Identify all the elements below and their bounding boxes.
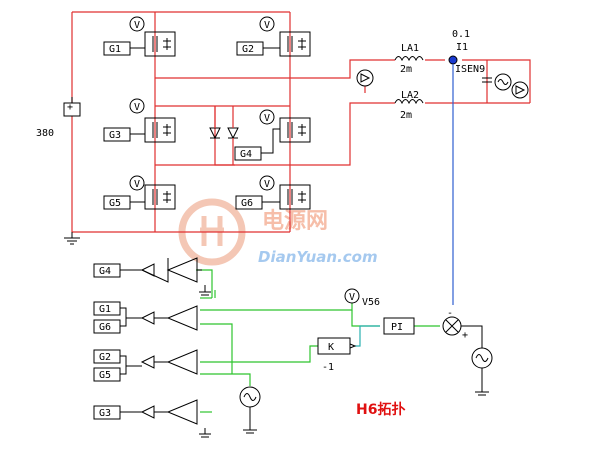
svg-text:G3: G3 bbox=[109, 130, 121, 141]
svg-text:K: K bbox=[328, 342, 334, 353]
gate-label-g1: G1 bbox=[103, 41, 145, 56]
svg-text:G4: G4 bbox=[240, 149, 252, 160]
sensor-node-icon bbox=[448, 55, 458, 65]
switch-q3 bbox=[144, 117, 176, 143]
output-stage bbox=[482, 73, 529, 99]
svg-text:G1: G1 bbox=[99, 304, 111, 315]
svg-text:V: V bbox=[349, 292, 355, 303]
svg-text:G2: G2 bbox=[99, 352, 111, 363]
probe-v56: V V56 bbox=[344, 288, 380, 308]
sensor-name: I1 bbox=[456, 42, 468, 53]
svg-text:V: V bbox=[264, 113, 270, 124]
watermark-en-text: DianYuan.com bbox=[258, 248, 378, 266]
svg-text:PI: PI bbox=[391, 322, 403, 333]
svg-text:+: + bbox=[67, 102, 73, 113]
svg-text:2m: 2m bbox=[400, 110, 412, 121]
probe-name: V56 bbox=[362, 297, 380, 308]
svg-text:G5: G5 bbox=[99, 370, 111, 381]
svg-text:V: V bbox=[134, 20, 140, 31]
svg-text:G2: G2 bbox=[242, 44, 254, 55]
sensor-ref: ISEN9 bbox=[455, 64, 485, 75]
source-value-label: 380 bbox=[36, 128, 54, 139]
svg-text:-: - bbox=[67, 111, 73, 122]
summing-junction: - + bbox=[442, 308, 483, 348]
switches bbox=[144, 31, 311, 210]
gate-label-g2: G2 bbox=[236, 41, 280, 56]
svg-text:V: V bbox=[134, 179, 140, 190]
svg-text:LA2: LA2 bbox=[401, 90, 419, 101]
power-wires bbox=[71, 11, 531, 233]
output-voltmeter-icon bbox=[511, 81, 529, 99]
pi-block: PI bbox=[383, 317, 415, 335]
gate-label-g6: G6 bbox=[235, 195, 280, 210]
gain-block: K -1 bbox=[317, 337, 357, 373]
control-gate-labels: G4 G1 G6 G2 G5 G3 bbox=[93, 263, 142, 420]
comparators bbox=[140, 257, 211, 438]
svg-text:-: - bbox=[447, 308, 453, 319]
sensor-gain: 0.1 bbox=[452, 29, 470, 40]
switch-q1 bbox=[144, 31, 176, 57]
watermark: 电源网 DianYuan.com bbox=[178, 198, 378, 266]
inductor-la1: LA1 2m bbox=[394, 43, 424, 75]
ground-icon bbox=[199, 428, 211, 438]
switch-q4 bbox=[279, 117, 311, 143]
diode-icon bbox=[227, 127, 239, 140]
inductor-la2: LA2 2m bbox=[394, 90, 424, 121]
svg-text:V: V bbox=[134, 102, 140, 113]
svg-text:G6: G6 bbox=[99, 322, 111, 333]
carrier-source bbox=[239, 386, 261, 434]
gate-labels: G1 G2 G3 G4 G5 G6 bbox=[103, 41, 280, 210]
svg-text:G1: G1 bbox=[109, 44, 121, 55]
ammeter bbox=[356, 69, 374, 87]
reference-source bbox=[471, 347, 493, 396]
dc-source: + - 380 bbox=[36, 97, 81, 139]
diagram-title: H6拓扑 bbox=[356, 401, 405, 418]
clamp-diodes bbox=[209, 106, 239, 165]
svg-text:V: V bbox=[264, 20, 270, 31]
current-sensor: 0.1 I1 ISEN9 bbox=[448, 29, 485, 75]
gain-value: -1 bbox=[322, 362, 334, 373]
svg-text:2m: 2m bbox=[400, 64, 412, 75]
ground-icon bbox=[199, 285, 211, 296]
switch-q6 bbox=[279, 184, 311, 210]
gate-label-g4: G4 bbox=[234, 128, 280, 161]
svg-text:V: V bbox=[264, 179, 270, 190]
svg-text:G6: G6 bbox=[241, 198, 253, 209]
control-wires bbox=[196, 269, 440, 413]
gate-label-g5: G5 bbox=[103, 195, 145, 210]
svg-text:G5: G5 bbox=[109, 198, 121, 209]
switch-q2 bbox=[279, 31, 311, 57]
svg-text:G3: G3 bbox=[99, 408, 111, 419]
switch-q5 bbox=[144, 184, 176, 210]
svg-text:G4: G4 bbox=[99, 266, 111, 277]
watermark-cn-text: 电源网 bbox=[262, 209, 328, 234]
gate-label-g3: G3 bbox=[103, 127, 145, 142]
ground-icon bbox=[64, 232, 80, 245]
svg-text:+: + bbox=[462, 330, 468, 341]
switch-voltmeters: V V V V V V bbox=[129, 16, 275, 191]
svg-text:LA1: LA1 bbox=[401, 43, 419, 54]
